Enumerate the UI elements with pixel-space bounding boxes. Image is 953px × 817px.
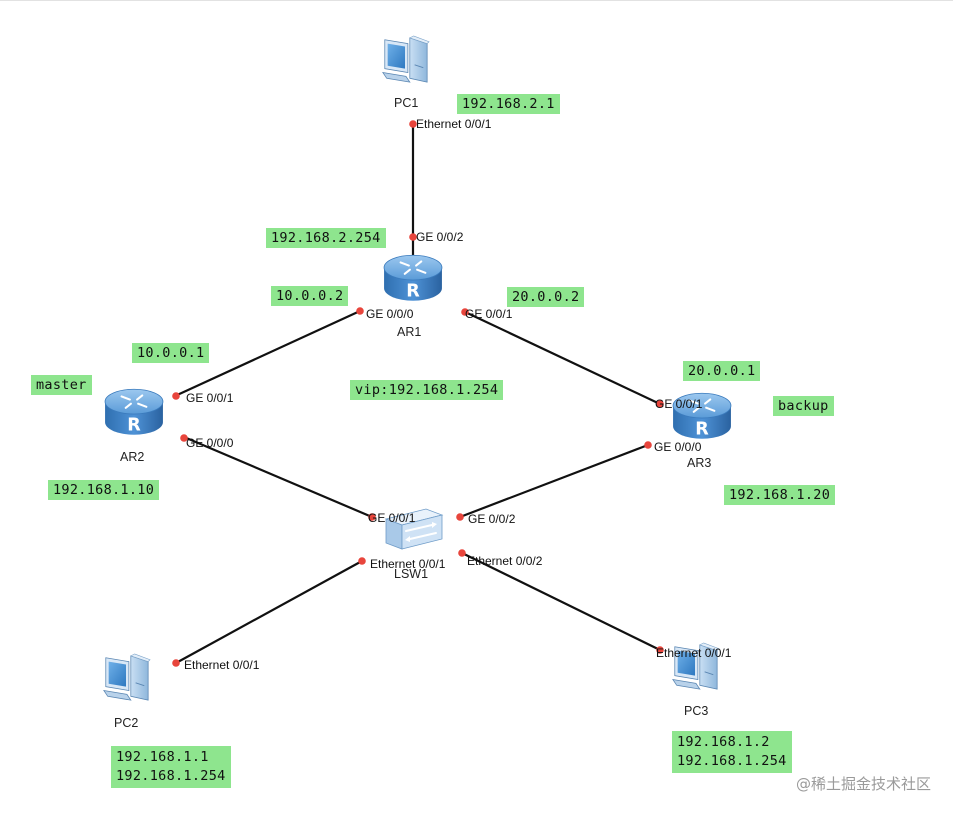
lsw1-name: LSW1: [394, 567, 429, 581]
link-ar1-ar3: [461, 309, 662, 406]
port-label-ar2-ge001: GE 0/0/1: [186, 391, 234, 405]
port-dot-ar2-ge000: [180, 434, 188, 442]
port-label-lsw-eth001: Ethernet 0/0/1: [370, 557, 446, 571]
port-dot-ar1-ge000: [356, 307, 364, 315]
port-dot-ar2-ge001: [172, 392, 180, 400]
ar1-ip-ar3-side: 20.0.0.2: [507, 287, 585, 307]
pc2-name: PC2: [114, 716, 139, 730]
port-dot-pc1: [409, 120, 417, 128]
watermark: @稀土掘金技术社区: [795, 775, 931, 793]
port-dot-pc2: [172, 659, 180, 667]
pc-icon[interactable]: [100, 647, 152, 709]
ar2-ip-ar1-side: 10.0.0.1: [132, 343, 210, 363]
link-ar2-lsw1: [182, 435, 374, 519]
link-ar1-ar2: [173, 309, 362, 398]
port-dot-lsw-eth001: [358, 557, 366, 565]
router-icon[interactable]: [382, 252, 444, 306]
port-dot-lsw-ge001: [368, 513, 376, 521]
ar2-name: AR2: [120, 450, 145, 464]
pc2-gateway: 192.168.1.254: [116, 768, 226, 784]
port-label-ar1-ge001: GE 0/0/1: [465, 307, 513, 321]
link-ar3-lsw1: [458, 443, 650, 519]
pc1-ip-label: 192.168.2.1: [457, 94, 560, 114]
port-label-pc2-eth: Ethernet 0/0/1: [184, 658, 260, 672]
port-dot-ar3-ge001: [656, 400, 664, 408]
pc-icon[interactable]: [379, 27, 431, 93]
port-dot-ar1-ge002: [409, 233, 417, 241]
pc3-name: PC3: [684, 704, 709, 718]
port-label-ar1-ge002: GE 0/0/2: [416, 230, 464, 244]
pc3-ip: 192.168.1.2: [677, 734, 770, 750]
vip-label: vip:192.168.1.254: [350, 380, 504, 400]
link-lsw1-pc2: [174, 559, 364, 665]
ar2-role-label: master: [31, 375, 92, 395]
port-label-ar2-ge000: GE 0/0/0: [186, 436, 234, 450]
ar2-ip-lan: 192.168.1.10: [48, 480, 160, 500]
pc1-name: PC1: [394, 96, 419, 110]
ar3-ip-lan: 192.168.1.20: [724, 485, 836, 505]
pc-icon[interactable]: [669, 634, 721, 700]
port-dot-pc3: [656, 646, 664, 654]
port-label-lsw-ge001: GE 0/0/1: [368, 511, 416, 525]
ar3-ip-ar1-side: 20.0.0.1: [683, 361, 761, 381]
top-border: [0, 0, 953, 1]
port-dot-ar3-ge000: [644, 441, 652, 449]
ar1-ip-ar2-side: 10.0.0.2: [271, 286, 349, 306]
ar1-ip-pc1-side: 192.168.2.254: [266, 228, 386, 248]
port-dot-lsw-ge002: [456, 513, 464, 521]
ar3-role-label: backup: [773, 396, 834, 416]
pc2-ip: 192.168.1.1: [116, 749, 209, 765]
port-label-pc3-eth: Ethernet 0/0/1: [656, 646, 732, 660]
port-label-ar3-ge000: GE 0/0/0: [654, 440, 702, 454]
pc2-ip-block: 192.168.1.1 192.168.1.254: [111, 746, 231, 788]
link-lsw1-pc3: [460, 551, 662, 652]
port-label-ar1-ge000: GE 0/0/0: [366, 307, 414, 321]
ar3-name: AR3: [687, 456, 712, 470]
ar1-name: AR1: [397, 325, 422, 339]
port-dot-ar1-ge001: [461, 308, 469, 316]
port-label-lsw-eth002: Ethernet 0/0/2: [467, 554, 543, 568]
port-label-ar3-ge001: GE 0/0/1: [655, 397, 703, 411]
port-dot-lsw-eth002: [458, 549, 466, 557]
port-label-lsw-ge002: GE 0/0/2: [468, 512, 516, 526]
pc3-gateway: 192.168.1.254: [677, 753, 787, 769]
router-icon[interactable]: [103, 386, 165, 440]
port-label-pc1-eth: Ethernet 0/0/1: [416, 117, 492, 131]
pc3-ip-block: 192.168.1.2 192.168.1.254: [672, 731, 792, 773]
